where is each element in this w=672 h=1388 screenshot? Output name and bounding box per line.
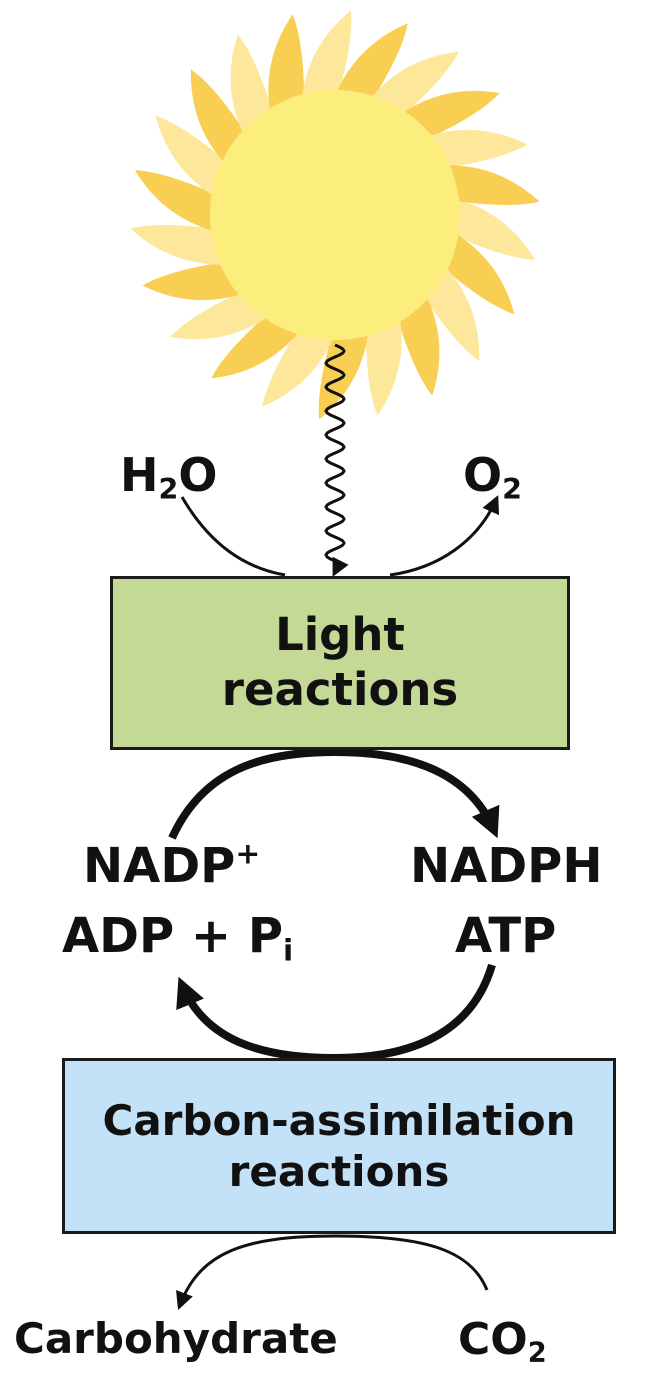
co2-subscript: 2 — [527, 1337, 547, 1369]
light-reactions-line2: reactions — [221, 663, 459, 716]
oxygen-label: O2 — [463, 452, 522, 504]
sun-ray — [155, 115, 232, 201]
light-reactions-box: Light reactions — [110, 576, 570, 750]
sun-ray — [420, 129, 528, 169]
nadp-label: NADP+ — [83, 839, 260, 890]
water-inflow-arrow — [180, 496, 286, 577]
carbohydrate-text: Carbohydrate — [14, 1314, 338, 1363]
sun-ray — [142, 261, 250, 301]
nadp-base: NADP — [83, 838, 236, 894]
cycle-arrow-to-adp — [176, 963, 496, 1063]
atp-label: ATP — [455, 912, 556, 960]
water-base: H — [120, 448, 159, 502]
carbon-loop-arrow — [176, 1234, 489, 1311]
wavy-arrow-icon — [324, 343, 349, 577]
carbon-assimilation-text: Carbon-assimilation reactions — [103, 1095, 576, 1197]
cycle-arrow-to-nadph — [168, 747, 500, 840]
adp-pi-base: ADP + P — [62, 908, 283, 964]
atp-text: ATP — [455, 908, 557, 964]
sun-ray — [268, 14, 305, 120]
water-label: H2O — [120, 452, 217, 504]
pi-subscript: i — [283, 933, 294, 969]
oxygen-subscript: 2 — [502, 472, 522, 506]
sun-core — [210, 90, 460, 340]
water-tail: O — [178, 448, 218, 502]
carbon-assimilation-line2: reactions — [228, 1147, 450, 1196]
co2-base: CO — [458, 1314, 528, 1365]
sun-ray — [134, 170, 222, 233]
sun-ray — [365, 310, 402, 416]
co2-label: CO2 — [458, 1318, 547, 1367]
nadph-label: NADPH — [410, 842, 603, 890]
sun-ray — [262, 324, 337, 407]
water-subscript: 2 — [158, 472, 179, 506]
adp-pi-label: ADP + Pi — [62, 912, 293, 966]
nadp-superscript: + — [235, 836, 261, 872]
carbohydrate-label: Carbohydrate — [14, 1318, 338, 1360]
oxygen-base: O — [463, 448, 503, 502]
sun-ray — [448, 197, 536, 260]
sun-icon — [130, 10, 540, 420]
sun-ray — [130, 224, 232, 265]
sun-ray — [438, 229, 515, 315]
oxygen-outflow-arrow — [389, 495, 500, 577]
light-reactions-line1: Light — [275, 608, 405, 662]
light-reactions-text: Light reactions — [222, 608, 458, 718]
sun-ray — [438, 165, 540, 206]
carbon-assimilation-line1: Carbon-assimilation — [102, 1095, 576, 1145]
carbon-assimilation-box: Carbon-assimilation reactions — [62, 1058, 616, 1234]
sun-ray — [333, 23, 408, 106]
sun-ray — [301, 10, 352, 106]
nadph-text: NADPH — [410, 838, 603, 894]
